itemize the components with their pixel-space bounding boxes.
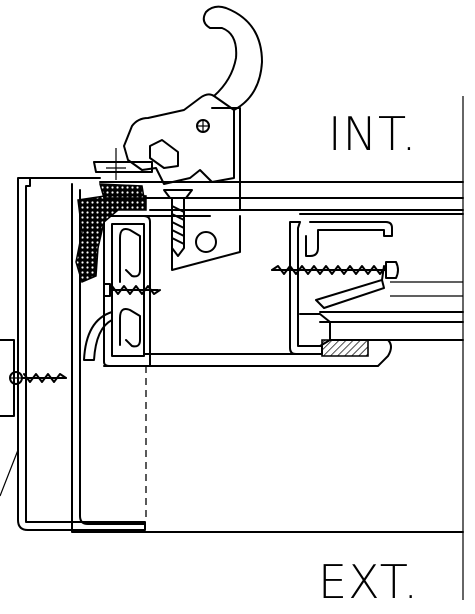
latch-handle: [202, 5, 263, 111]
exterior-trim: [0, 339, 15, 417]
glazing-bead-outer: [289, 221, 323, 355]
glazing-bead-lower: [315, 265, 385, 309]
glazing-bead-j: [305, 221, 393, 257]
sash-outer-profile: [71, 183, 464, 533]
screw-vertical: [163, 189, 193, 257]
latch-cam: [149, 139, 179, 169]
bracket-hole: [195, 231, 217, 253]
clip-lower: [119, 308, 141, 348]
interior-label: INT.: [328, 107, 417, 161]
screw-horizontal-frame: [9, 371, 67, 385]
gasket: [330, 339, 392, 367]
exterior-leader: [0, 449, 19, 497]
latch-mount-plate: [211, 107, 241, 211]
outer-frame-profile: [17, 177, 146, 531]
weatherstrip-pile-top: [98, 183, 145, 199]
setting-block: [321, 339, 369, 357]
exterior-label: EXT.: [318, 555, 419, 609]
clip-upper: [119, 228, 141, 283]
screw-horizontal-sash: [103, 283, 161, 297]
latch-body: [123, 93, 235, 185]
sash-inner-profile: [79, 189, 146, 525]
screw-horizontal-right: [271, 261, 399, 279]
sash-channel: [103, 215, 151, 367]
pivot-pin: [196, 119, 210, 133]
latch-keeper-pad: [93, 161, 153, 173]
bulb-seal: [83, 311, 113, 361]
keeper-marker: [106, 148, 126, 180]
